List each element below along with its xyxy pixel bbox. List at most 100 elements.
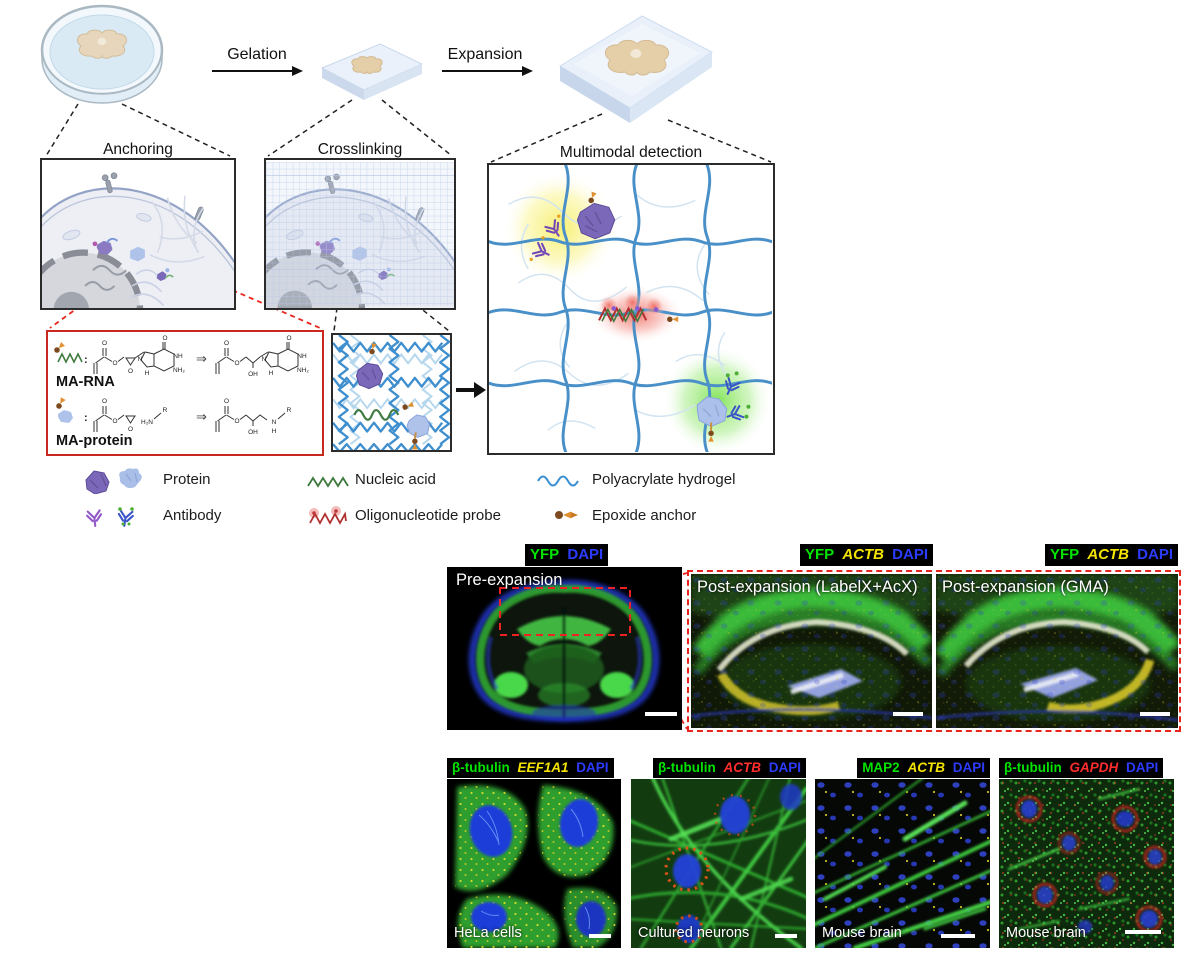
ma-protein-label-text: MA-protein xyxy=(56,433,133,449)
channel-label-post-gma: YFP ACTB DAPI xyxy=(1044,544,1178,566)
channel-dapi: DAPI xyxy=(1137,546,1173,563)
atom-r: R xyxy=(163,407,168,414)
hela-caption: HeLa cells xyxy=(454,925,522,941)
protein-antibody-complex-blue xyxy=(696,371,751,442)
channel-eef1a1: EEF1A1 xyxy=(517,760,569,775)
channel-yfp: YFP xyxy=(804,546,835,563)
hela-cells-image: HeLa cells xyxy=(447,779,621,948)
atom-o: O xyxy=(234,360,239,367)
atom-nh: NH xyxy=(297,353,307,360)
anchoring-panel xyxy=(40,158,236,310)
atom-o: O xyxy=(102,398,107,405)
oligo-probe-complex xyxy=(598,291,679,324)
scale-bar xyxy=(775,934,797,938)
scale-bar xyxy=(941,934,975,938)
brain-gapdh-caption: Mouse brain xyxy=(1006,925,1086,941)
atom-n: N xyxy=(138,356,143,363)
anchoring-title-text: Anchoring xyxy=(103,141,173,158)
reaction-arrow-1: ⇒ xyxy=(196,351,207,366)
atom-o: O xyxy=(112,418,117,425)
atom-nh2: NH₂ xyxy=(173,367,185,374)
oligo-probe-icon xyxy=(309,506,347,525)
colon-1: : xyxy=(84,354,88,366)
hydrogel-zoom-box xyxy=(331,333,452,452)
mouse-brain-map2-image: Mouse brain xyxy=(815,779,990,948)
atom-r: R xyxy=(287,407,292,414)
atom-o: O xyxy=(102,340,107,347)
post-expansion-labelx-caption: Post-expansion (LabelX+AcX) xyxy=(697,578,918,597)
anchored-purple-protein xyxy=(355,342,384,390)
expansion-label: Expansion xyxy=(447,46,523,63)
atom-oh: OH xyxy=(248,429,258,436)
atom-oh: OH xyxy=(248,371,258,378)
mouse-brain-map2-art xyxy=(815,779,990,948)
atom-nh2: NH₂ xyxy=(297,367,309,374)
hydrogel-zoom-illustration xyxy=(333,335,450,450)
channel-dapi: DAPI xyxy=(567,546,604,563)
atom-h: H xyxy=(272,428,277,435)
post-expansion-gma-caption-text: Post-expansion (GMA) xyxy=(942,578,1109,596)
anchored-nucleic-acid xyxy=(353,401,414,421)
scale-bar xyxy=(1140,712,1170,716)
atom-o: O xyxy=(112,360,117,367)
legend-antibody-text: Antibody xyxy=(163,507,222,524)
mouse-brain-gapdh-image: Mouse brain xyxy=(999,779,1174,948)
pre-expansion-brain-art xyxy=(447,567,682,730)
multimodal-title: Multimodal detection xyxy=(487,144,775,162)
hela-caption-text: HeLa cells xyxy=(454,925,522,941)
pre-expansion-image: Pre-expansion xyxy=(447,567,682,730)
multimodal-panel xyxy=(487,163,775,455)
hela-cells-art xyxy=(447,779,621,948)
neurons-caption-text: Cultured neurons xyxy=(638,925,750,941)
atom-h: H xyxy=(145,370,150,377)
channel-label-brain-gapdh: β-tubulin GAPDH DAPI xyxy=(999,758,1164,778)
post-expansion-gma-caption: Post-expansion (GMA) xyxy=(942,578,1109,597)
channel-dapi: DAPI xyxy=(892,546,928,563)
post-expansion-labelx-caption-text: Post-expansion (LabelX+AcX) xyxy=(697,578,918,596)
ma-rna-label-text: MA-RNA xyxy=(56,374,115,390)
brain-map2-caption: Mouse brain xyxy=(822,925,902,941)
atom-o: O xyxy=(234,418,239,425)
atom-n: N xyxy=(272,419,277,426)
channel-actb: ACTB xyxy=(1087,546,1129,563)
gelation-label: Gelation xyxy=(227,46,287,63)
atom-h: H xyxy=(269,370,274,377)
nucleic-acid-icon xyxy=(307,476,349,488)
scale-bar xyxy=(645,712,677,716)
legend-hydrogel-text: Polyacrylate hydrogel xyxy=(592,471,736,488)
ma-rna-structure-closed: O O O O NH NH₂ N H xyxy=(93,335,185,377)
channel-label-pre-expansion: YFP DAPI xyxy=(525,544,609,566)
multimodal-hydrogel-illustration xyxy=(489,165,772,452)
atom-o: O xyxy=(128,426,133,433)
legend-epoxide-text: Epoxide anchor xyxy=(592,507,697,524)
post-expansion-labelx-art xyxy=(691,574,932,728)
atom-n: N xyxy=(262,356,267,363)
legend-protein: Protein xyxy=(163,471,211,488)
channel-b-tubulin: β-tubulin xyxy=(1004,760,1062,775)
atom-h2n: H₂N xyxy=(141,419,153,426)
post-expansion-outline xyxy=(687,570,1181,732)
atom-nh: NH xyxy=(173,353,183,360)
petri-dish-illustration xyxy=(40,4,164,104)
channel-map2: MAP2 xyxy=(862,760,900,775)
channel-label-brain-map2: MAP2 ACTB DAPI xyxy=(857,758,990,778)
channel-label-neurons: β-tubulin ACTB DAPI xyxy=(652,758,806,778)
anchoring-cell-illustration xyxy=(42,160,234,308)
channel-actb: ACTB xyxy=(907,760,945,775)
scale-bar xyxy=(893,712,923,716)
post-expansion-gma-image: Post-expansion (GMA) xyxy=(936,574,1178,728)
ma-rna-structure-open: O O OH O NH NH₂ N H xyxy=(215,335,309,378)
anchoring-title: Anchoring xyxy=(40,141,236,159)
gelation-step: Gelation xyxy=(213,46,301,64)
brain-gapdh-caption-text: Mouse brain xyxy=(1006,925,1086,941)
crosslinking-title-text: Crosslinking xyxy=(317,141,403,158)
channel-actb: ACTB xyxy=(842,546,884,563)
legend-nucleic-acid: Nucleic acid xyxy=(355,471,436,488)
pre-expansion-caption-text: Pre-expansion xyxy=(456,571,563,589)
scale-bar xyxy=(589,934,611,938)
epoxide-anchor-icon xyxy=(555,511,578,519)
atom-o: O xyxy=(224,340,229,347)
legend-epoxide: Epoxide anchor xyxy=(592,507,696,524)
crosslinking-title: Crosslinking xyxy=(264,141,456,159)
